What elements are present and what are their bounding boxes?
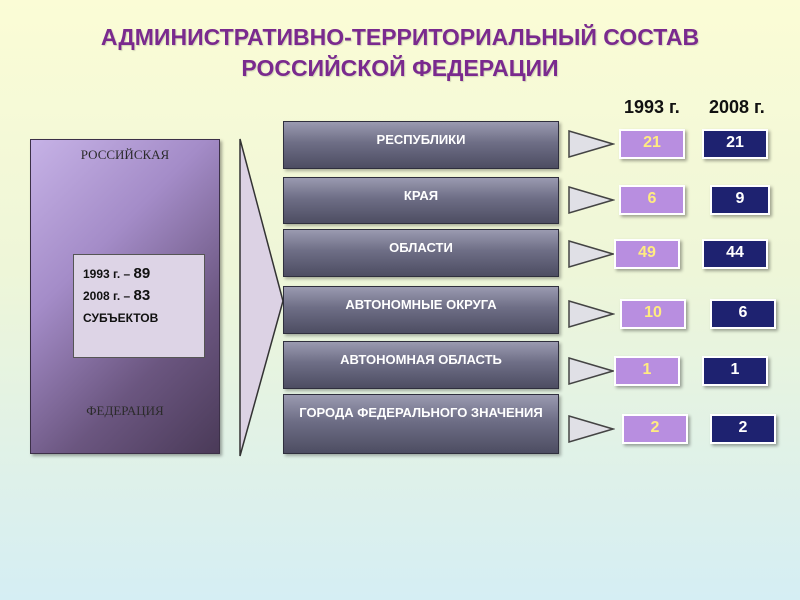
year-header-2008: 2008 г. — [709, 97, 765, 117]
value-2008: 9 — [710, 185, 770, 215]
count-1993-label: 1993 г. – — [83, 267, 134, 281]
pointer-arrow — [568, 414, 615, 444]
value-1993: 2 — [622, 414, 688, 444]
count-1993-value: 89 — [133, 265, 151, 282]
federation-box: РОССИЙСКАЯ 1993 г. – 89 2008 г. – 83 СУБ… — [30, 139, 220, 454]
year-header-1993: 1993 г. — [624, 97, 680, 117]
value-1993: 1 — [614, 356, 680, 386]
federation-bottom-word: ФЕДЕРАЦИЯ — [86, 403, 164, 418]
count-line-1993: 1993 г. – 89 — [83, 263, 204, 285]
value-2008: 2 — [710, 414, 776, 444]
value-1993: 21 — [619, 129, 685, 159]
pointer-arrow — [568, 185, 615, 215]
title-line-1: АДМИНИСТРАТИВНО-ТЕРРИТОРИАЛЬНЫЙ СОСТАВ — [100, 24, 700, 50]
page-title: АДМИНИСТРАТИВНО-ТЕРРИТОРИАЛЬНЫЙ СОСТАВ Р… — [0, 22, 800, 84]
count-2008-label: 2008 г. – — [83, 289, 134, 303]
pointer-arrow — [568, 239, 615, 269]
title-line-2: РОССИЙСКОЙ ФЕДЕРАЦИИ — [241, 55, 559, 81]
subjects-count-box: 1993 г. – 89 2008 г. – 83 СУБЪЕКТОВ — [73, 254, 205, 358]
pointer-arrow — [568, 299, 615, 329]
category-box: АВТОНОМНЫЕ ОКРУГА — [283, 286, 559, 334]
pointer-arrow — [568, 356, 615, 386]
value-2008: 1 — [702, 356, 768, 386]
value-1993: 49 — [614, 239, 680, 269]
count-line-2008: 2008 г. – 83 — [83, 285, 204, 307]
value-2008: 21 — [702, 129, 768, 159]
value-2008: 6 — [710, 299, 776, 329]
value-1993: 10 — [620, 299, 686, 329]
count-2008-value: 83 — [133, 287, 151, 304]
pointer-arrow — [568, 129, 615, 159]
category-box: АВТОНОМНАЯ ОБЛАСТЬ — [283, 341, 559, 389]
federation-top-word: РОССИЙСКАЯ — [80, 147, 170, 162]
category-box: КРАЯ — [283, 177, 559, 224]
category-box: РЕСПУБЛИКИ — [283, 121, 559, 169]
value-1993: 6 — [619, 185, 685, 215]
value-2008: 44 — [702, 239, 768, 269]
count-subjects-label: СУБЪЕКТОВ — [83, 311, 159, 325]
category-box: ГОРОДА ФЕДЕРАЛЬНОГО ЗНАЧЕНИЯ — [283, 394, 559, 454]
category-box: ОБЛАСТИ — [283, 229, 559, 277]
